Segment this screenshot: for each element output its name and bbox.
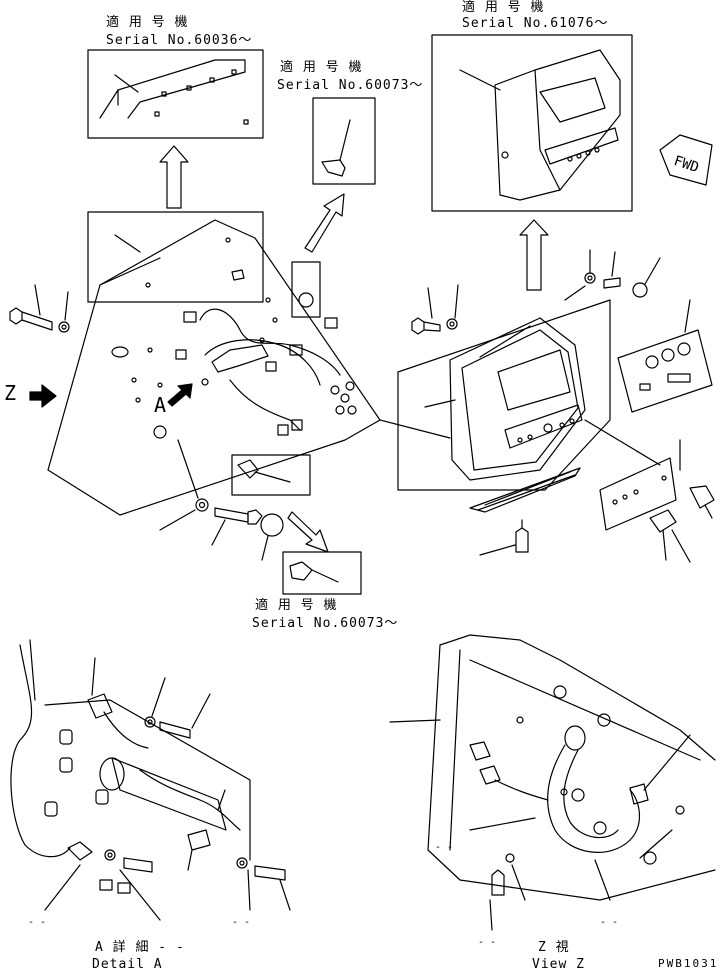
serial-60073a-label: Serial No.60073～ (277, 78, 424, 93)
bolt-left (9, 284, 129, 358)
arrow-up-60036 (159, 145, 189, 209)
arrow-up-61076 (519, 219, 549, 291)
view-z-label: View Z (532, 957, 585, 972)
switch-panel (599, 439, 715, 563)
drawing-code-label: PWB1031 (658, 957, 719, 970)
serial-60073a-jp-label: 適 用 号 機 (280, 60, 363, 75)
detail-a-arrow-icon (167, 383, 193, 407)
bolt-bottom (153, 425, 284, 561)
main-panel-enclosure (47, 211, 381, 516)
view-z-drawing: - - - - - - (389, 634, 716, 948)
svg-text:- -: - - (600, 917, 618, 928)
svg-text:FWD: FWD (672, 153, 701, 176)
serial-60073b-jp-label: 適 用 号 機 (255, 598, 338, 613)
detail-a-marker: A (154, 393, 168, 417)
bolt-monitor-bottom (479, 519, 529, 556)
svg-text:- -: - - (28, 917, 46, 928)
monitor-housing (379, 299, 661, 513)
callout-box-60036 (87, 49, 264, 139)
arrow-diag-60073b (287, 511, 329, 553)
svg-text:- -: - - (232, 917, 250, 928)
serial-60036-label: Serial No.60036～ (106, 33, 253, 48)
serial-61076-jp-label: 適 用 号 機 (462, 0, 545, 15)
wiring-harness (175, 261, 357, 436)
detail-a-jp-label: A 詳 細 - - (95, 940, 185, 955)
gauge-cluster (617, 299, 713, 413)
callout-box-61076 (431, 34, 633, 212)
svg-text:- -: - - (478, 937, 496, 948)
view-z-jp-label: Z 視 (538, 940, 570, 955)
callout-box-60073b (282, 551, 362, 595)
detail-a-label: Detail A (92, 957, 163, 972)
arrow-diag-60073a (304, 193, 345, 253)
svg-text:- -: - - (435, 842, 453, 853)
bolt-monitor (411, 249, 661, 335)
fwd-arrow-icon: FWD (659, 134, 713, 186)
serial-61076-label: Serial No.61076～ (462, 16, 609, 31)
view-z-arrow-icon (29, 384, 57, 408)
callout-box-small (231, 454, 311, 496)
detail-a-drawing: - - - - (10, 639, 291, 928)
serial-60036-jp-label: 適 用 号 機 (106, 15, 189, 30)
serial-60073b-label: Serial No.60073～ (252, 616, 399, 631)
view-z-marker: Z (4, 381, 18, 405)
callout-box-60073a (312, 97, 376, 185)
